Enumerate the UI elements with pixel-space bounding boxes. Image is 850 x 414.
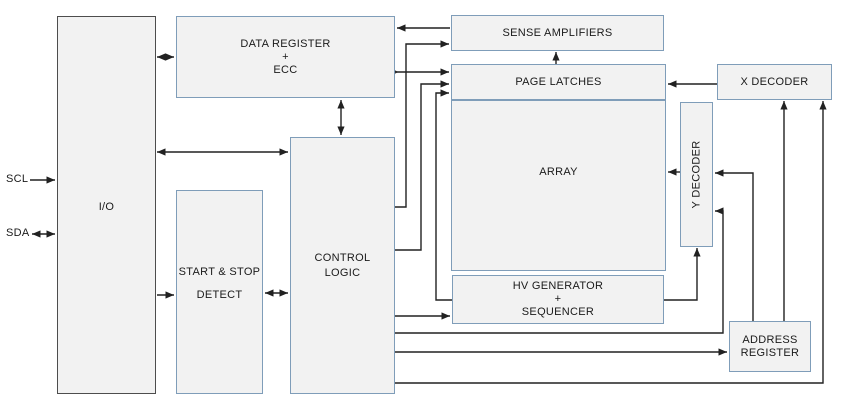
block-page-latches: PAGE LATCHES	[451, 64, 666, 100]
block-sense-amplifiers: SENSE AMPLIFIERS	[451, 15, 664, 51]
block-control-logic: CONTROL LOGIC	[290, 137, 395, 394]
block-start-stop-detect: START & STOP DETECT	[176, 190, 263, 394]
block-hv-generator-label-line-0: HV GENERATOR	[512, 280, 604, 292]
block-io-label: I/O	[99, 201, 115, 214]
block-sense-amplifiers-label-line-0: SENSE AMPLIFIERS	[502, 26, 613, 39]
block-address-register-label-line-1: REGISTER	[740, 346, 800, 359]
block-page-latches-label-line-0: PAGE LATCHES	[515, 75, 602, 88]
block-address-register-label-line-0: ADDRESS	[742, 333, 798, 346]
block-page-latches-label: PAGE LATCHES	[515, 76, 601, 89]
block-sense-amplifiers-label: SENSE AMPLIFIERS	[503, 27, 613, 40]
block-start-stop-detect-label: START & STOP DETECT	[179, 261, 261, 307]
block-data-register-label-line-2: ECC	[273, 63, 298, 76]
block-control-logic-label-line-0: CONTROL	[314, 251, 371, 264]
block-array-label-line-0: ARRAY	[539, 166, 578, 178]
block-x-decoder: X DECODER	[717, 64, 832, 100]
block-y-decoder-label: Y DECODER	[690, 141, 703, 209]
block-control-logic-label: CONTROL LOGIC	[315, 251, 371, 281]
block-hv-generator-label-line-1: +	[554, 293, 562, 305]
block-hv-generator-label: HV GENERATOR+SEQUENCER	[513, 280, 604, 319]
connector-hv-generator-to-y-decoder	[664, 248, 701, 301]
block-control-logic-label-line-1: LOGIC	[324, 266, 361, 279]
block-data-register-label-line-0: DATA REGISTER	[240, 37, 331, 50]
block-hv-generator-label-line-2: SEQUENCER	[521, 306, 595, 318]
connector-control-logic-to-page-latches	[395, 80, 449, 251]
block-array-label: ARRAY	[539, 166, 578, 179]
block-x-decoder-label-line-0: X DECODER	[740, 75, 809, 88]
block-x-decoder-label: X DECODER	[740, 76, 808, 89]
block-data-register-label-line-1: +	[282, 50, 289, 63]
block-start-stop-detect-label-line-0: START & STOP	[178, 266, 261, 278]
block-array: ARRAY	[451, 100, 666, 271]
block-start-stop-detect-label-line-1: DETECT	[196, 289, 243, 301]
block-io-label-line-0: I/O	[98, 200, 115, 213]
signal-label-sda: SDA	[6, 227, 30, 239]
block-io: I/O	[57, 16, 156, 394]
block-y-decoder: Y DECODER	[680, 102, 713, 247]
block-hv-generator: HV GENERATOR+SEQUENCER	[452, 275, 664, 324]
connector-address-register-to-y-decoder	[715, 169, 754, 321]
block-y-decoder-label-line-0: Y DECODER	[690, 140, 702, 209]
connector-hv-generator-to-page-latches	[435, 89, 452, 301]
signal-label-scl: SCL	[6, 173, 29, 185]
block-data-register-label: DATA REGISTER+ECC	[240, 38, 330, 77]
block-data-register: DATA REGISTER+ECC	[176, 16, 395, 98]
connector-control-logic-to-sense-amps	[395, 40, 449, 208]
